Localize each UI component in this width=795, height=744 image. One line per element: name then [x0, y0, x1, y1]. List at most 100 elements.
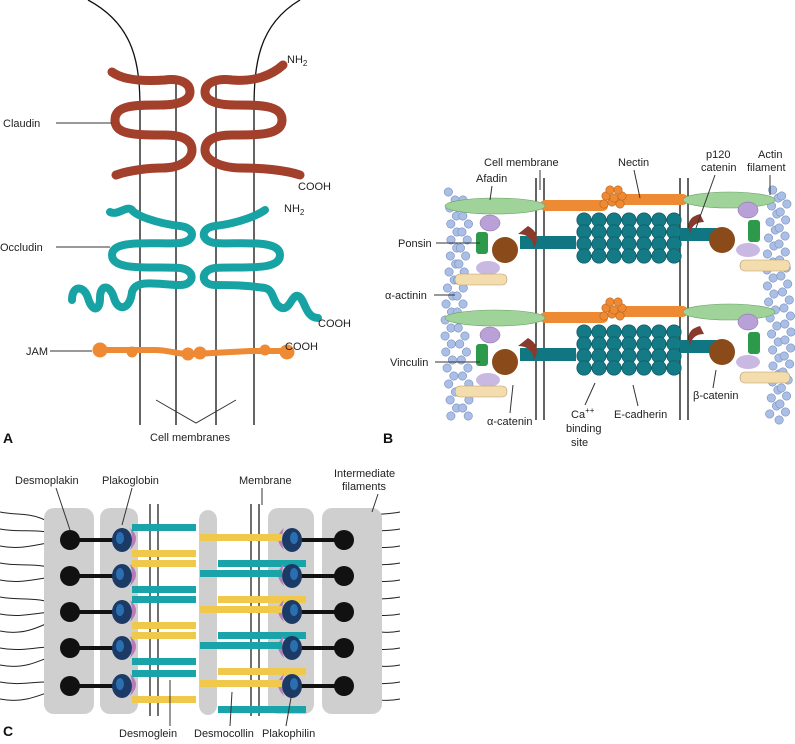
vinculin — [476, 232, 488, 254]
actin-bead — [767, 329, 777, 339]
actin-bead — [445, 395, 455, 405]
actin-bead — [452, 291, 462, 301]
p120-leader — [695, 174, 716, 229]
jam-domain-center-2 — [193, 346, 207, 360]
desmosome-structure — [0, 504, 401, 716]
desmoglein — [132, 658, 196, 665]
nectin-strand-left — [540, 200, 608, 211]
desmoplakin-head — [60, 676, 80, 696]
actin-bead — [783, 279, 793, 289]
desmocollin — [132, 550, 196, 557]
jam-domain-left — [92, 342, 108, 358]
actin-bead — [779, 351, 789, 361]
actin-bead — [455, 243, 465, 253]
ca-label-1: Ca++ — [571, 406, 595, 421]
cell-membranes-bracket — [155, 399, 237, 424]
actin-bead — [777, 287, 787, 297]
afadin-label: Afadin — [476, 173, 507, 185]
actin-bead — [775, 399, 785, 409]
ponsin-label: Ponsin — [398, 238, 432, 250]
actin-bead — [458, 403, 468, 413]
desmocollin — [218, 668, 306, 675]
actin-bead — [446, 411, 456, 421]
intermediate-filaments-label-1: Intermediate — [334, 468, 395, 480]
nectin-ig-domain — [599, 311, 609, 321]
desmoglein — [132, 586, 196, 593]
vinculin — [476, 344, 488, 366]
actin-bead — [768, 273, 778, 283]
nectin-ig-domain — [605, 297, 615, 307]
desmocollin-leader — [229, 691, 233, 727]
jam-protein — [92, 342, 295, 361]
occludin-protein — [68, 204, 322, 322]
actin-bead — [458, 211, 468, 221]
desmoplakin-head — [60, 638, 80, 658]
actin-bead — [786, 327, 795, 337]
desmoglein — [132, 596, 196, 603]
beta-catenin-label: β-catenin — [693, 390, 738, 402]
jam-domain-left-inner — [126, 346, 138, 358]
afadin — [444, 309, 546, 327]
actin-bead — [444, 379, 454, 389]
claudin-protein — [107, 60, 305, 180]
actin-bead — [782, 391, 792, 401]
actin-bead — [768, 361, 778, 371]
claudin-strand-right — [200, 60, 305, 180]
e-cadherin-domain — [606, 360, 622, 376]
actin-bead — [769, 289, 779, 299]
actin-bead — [764, 297, 774, 307]
nectin-strand-right — [618, 306, 688, 317]
jam-domain-right-inner — [259, 344, 271, 356]
actin-bead — [782, 199, 792, 209]
plakoglobin-highlight — [290, 640, 298, 652]
actin-bead — [764, 233, 774, 243]
e-cadherin-domain — [636, 248, 652, 264]
occludin-strand-right — [199, 206, 322, 322]
alpha-actinin — [739, 259, 791, 272]
actin-bead — [776, 383, 786, 393]
occludin-label: Occludin — [0, 242, 43, 254]
nectin-label: Nectin — [618, 157, 649, 169]
occludin-cooh-label: COOH — [318, 318, 351, 330]
beta-catenin-leader — [712, 369, 717, 389]
plakophilin — [130, 600, 136, 622]
e-cadherin-domain — [666, 248, 682, 264]
e-cadherin-leader — [632, 384, 639, 407]
desmoplakin-head — [60, 602, 80, 622]
actin-bead — [768, 345, 778, 355]
actin-bead — [765, 217, 775, 227]
desmoplakin-head — [334, 566, 354, 586]
actin-bead — [780, 407, 790, 417]
actin-bead — [781, 215, 791, 225]
beta-catenin — [518, 226, 537, 248]
plakoglobin-highlight — [290, 678, 298, 690]
occludin-nh2-label: NH2 — [284, 203, 305, 217]
actin-bead — [784, 295, 794, 305]
alpha-actinin-label: α-actinin — [385, 290, 427, 302]
actin-bead — [776, 271, 786, 281]
plakophilin — [130, 636, 136, 658]
actin-bead — [457, 371, 467, 381]
nectin-ig-domain — [613, 185, 623, 195]
ca-label-2: binding — [566, 423, 601, 435]
alpha-catenin-label: α-catenin — [487, 416, 533, 428]
desmoglein — [132, 670, 196, 677]
desmoplakin-leader — [55, 487, 71, 531]
claudin-strand-left — [107, 67, 197, 180]
ponsin — [737, 201, 759, 219]
vinculin — [748, 332, 760, 354]
nectin-ig-domain — [599, 199, 609, 209]
actin-bead — [780, 247, 790, 257]
desmoplakin-head — [334, 676, 354, 696]
desmoglein — [132, 524, 196, 531]
beta-catenin — [518, 338, 537, 360]
actin-bead — [762, 249, 772, 259]
plakophilin — [130, 674, 136, 696]
ca-leader — [584, 382, 596, 406]
p120-catenin — [688, 214, 704, 234]
plakoglobin-highlight — [290, 568, 298, 580]
actin-bead — [461, 347, 471, 357]
alpha-actinin — [454, 385, 508, 398]
actin-bead — [779, 303, 789, 313]
